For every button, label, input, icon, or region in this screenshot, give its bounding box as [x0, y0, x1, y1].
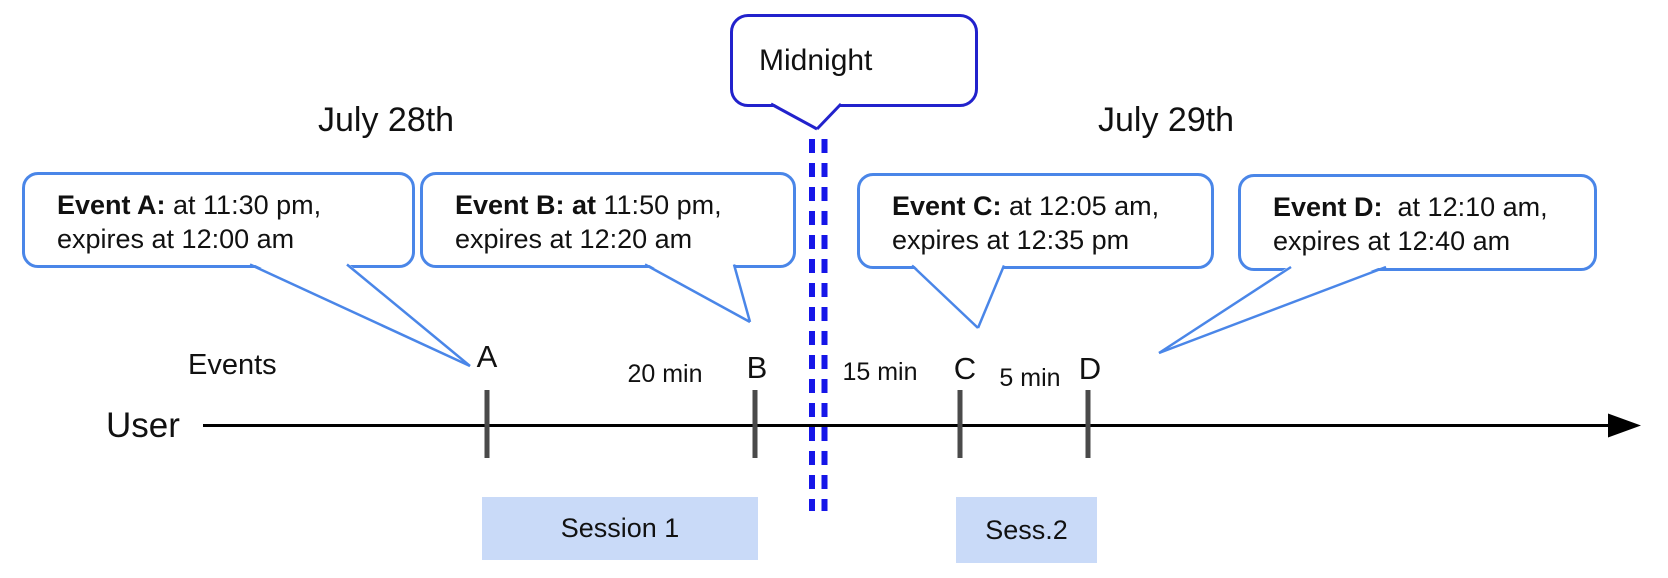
tick-label-d: D [1078, 351, 1102, 386]
midnight-callout-label: Midnight [759, 43, 873, 77]
event-a-time: at 11:30 pm, [165, 190, 322, 220]
event-d-tail-left-edge [1158, 265, 1292, 355]
interval-label-5min: 5 min [999, 364, 1061, 392]
event-c-time: at 12:05 am, [1001, 191, 1160, 221]
tick-label-b: B [746, 350, 768, 385]
event-b-tail-left-edge [644, 263, 751, 324]
event-b-callout: Event B: at 11:50 pm, expires at 12:20 a… [420, 172, 796, 268]
user-axis-label: User [106, 406, 180, 445]
session-2-label: Sess.2 [985, 514, 1068, 545]
tick-label-c: C [953, 351, 977, 386]
event-a-expiry: expires at 12:00 am [57, 224, 295, 254]
event-d-callout: Event D: at 12:10 am, expires at 12:40 a… [1238, 174, 1597, 271]
event-a-callout: Event A: at 11:30 pm, expires at 12:00 a… [22, 172, 415, 268]
event-c-callout: Event C: at 12:05 am, expires at 12:35 p… [857, 173, 1214, 269]
interval-label-20min: 20 min [627, 360, 703, 388]
event-a-tail-right-edge [346, 263, 471, 367]
timeline-arrowhead-icon [1608, 413, 1641, 438]
tick-d [1085, 390, 1091, 458]
midnight-callout: Midnight [730, 14, 978, 107]
midnight-tail-right-edge [815, 102, 843, 131]
event-b-title: Event B: at [455, 190, 597, 220]
event-c-tail [912, 263, 1004, 328]
event-b-line1: Event B: at 11:50 pm, [455, 188, 785, 222]
event-a-line1: Event A: at 11:30 pm, [57, 188, 404, 222]
event-a-tail [250, 262, 470, 366]
event-b-tail-right-edge [732, 264, 752, 323]
event-c-tail-left-edge [911, 264, 979, 329]
date-label-july-28: July 28th [318, 101, 455, 139]
date-label-july-29: July 29th [1098, 101, 1235, 139]
event-d-tail-right-edge [1158, 265, 1387, 355]
tick-a [484, 390, 490, 458]
event-b-time: 11:50 pm, [596, 190, 722, 220]
event-c-tail-right-edge [976, 265, 1006, 329]
session-1-label: Session 1 [560, 513, 680, 543]
event-b-tail [645, 262, 750, 322]
event-d-title: Event D: [1273, 192, 1383, 222]
event-c-title: Event C: [892, 191, 1002, 221]
interval-label-15min: 15 min [842, 358, 918, 386]
tick-c [957, 390, 963, 458]
event-a-tail-left-edge [249, 263, 471, 368]
event-a-title: Event A: [57, 190, 166, 220]
event-d-tail [1159, 265, 1386, 353]
event-d-line1: Event D: at 12:10 am, [1273, 190, 1586, 224]
event-c-expiry: expires at 12:35 pm [892, 225, 1130, 255]
event-b-expiry: expires at 12:20 am [455, 224, 693, 254]
tick-b [752, 390, 758, 458]
event-d-time: at 12:10 am, [1382, 192, 1548, 222]
event-c-line1: Event C: at 12:05 am, [892, 189, 1203, 223]
event-d-expiry: expires at 12:40 am [1273, 226, 1511, 256]
session-1-box: Session 1 [482, 497, 758, 560]
events-axis-label: Events [188, 349, 277, 381]
midnight-tail-left-edge [770, 102, 818, 131]
tick-label-a: A [476, 339, 498, 374]
session-2-box: Sess.2 [956, 497, 1097, 563]
